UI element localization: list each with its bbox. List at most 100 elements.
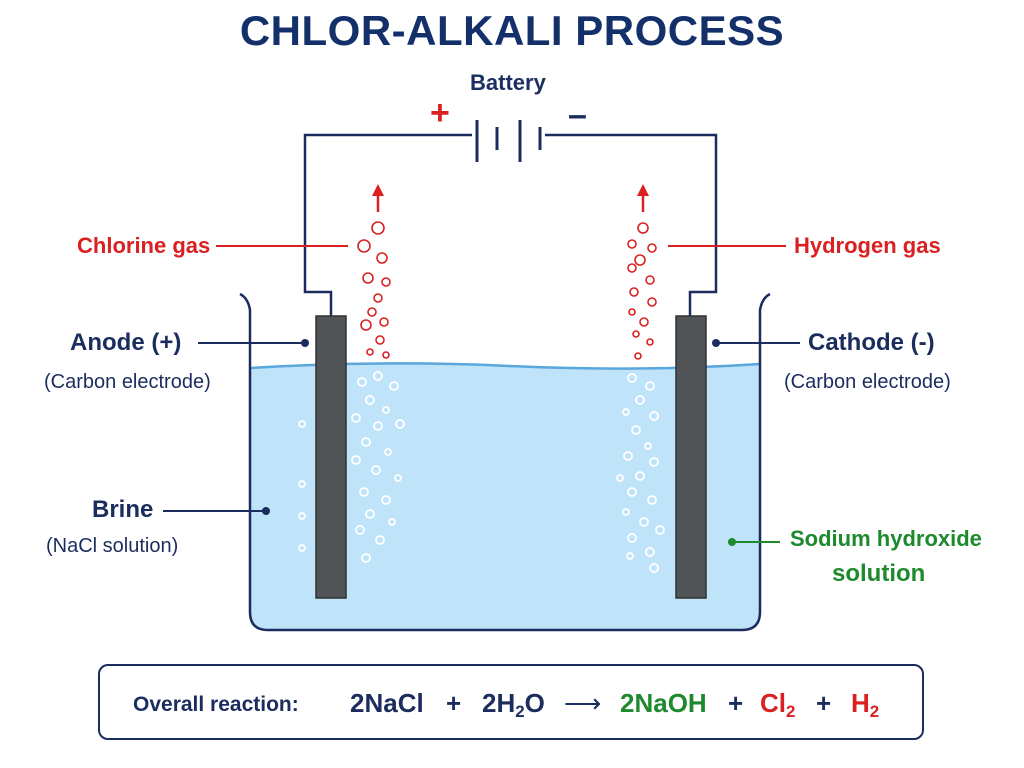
hydrogen-rise-arrow [637,184,649,212]
reaction-arrow: ⟶ [564,688,602,718]
anode-solution-bubble [375,535,385,545]
hydrogen-gas-bubble [632,330,640,338]
hydrogen-gas-bubble [646,338,654,346]
hydrogen-gas-bubble [634,352,642,360]
product-hydrogen: H2 [851,688,880,722]
cathode-solution-bubble [645,381,655,391]
hydrogen-gas-bubble [627,239,637,249]
cathode-label: Cathode (-) [808,329,935,356]
chlorine-gas-bubble [382,351,390,359]
hydrogen-gas-bubble [645,275,655,285]
page-title: CHLOR-ALKALI PROCESS [239,7,785,54]
plus-sign-1: + [446,688,462,718]
wire-right [545,133,718,316]
cathode-leader [712,339,800,347]
anode-electrode [315,315,347,599]
chlorine-gas-label: Chlorine gas [77,233,211,258]
anode-solution-bubble [365,509,375,519]
anode-solution-bubble [373,371,383,381]
anode-solution-bubble [361,553,371,563]
anode-solution-bubble [395,419,405,429]
anode-solution-bubble [365,395,375,405]
chlorine-gas-bubble [379,317,389,327]
cathode-solution-bubble [645,547,655,557]
hydrogen-gas-bubble [628,308,636,316]
chlorine-rise-arrow [372,184,384,212]
naoh-leader [728,538,780,546]
cathode-solution-bubble [649,563,659,573]
hydrogen-gas-label: Hydrogen gas [794,233,941,258]
anode-solution-bubble [371,465,381,475]
anode-solution-bubble [351,455,361,465]
hydrogen-gas-bubble [647,297,657,307]
cathode-solution-bubble [626,552,634,560]
cathode-solution-bubble [627,373,637,383]
anode-label: Anode (+) [70,329,182,356]
cathode-solution-bubble [623,451,633,461]
hydrogen-gas-bubble [637,222,649,234]
anode-sublabel: (Carbon electrode) [44,371,211,393]
hydrogen-gas-bubble [639,317,649,327]
chlorine-gas-bubble [360,319,372,331]
cathode-solution-bubble [647,495,657,505]
anode-solution-bubble [373,421,383,431]
cathode-sublabel: (Carbon electrode) [784,371,951,393]
anode-solution-bubble [359,487,369,497]
cathode-solution-bubble [631,425,641,435]
anode-solution-bubble [394,474,402,482]
battery-label: Battery [470,70,546,95]
negative-terminal-sign: – [568,96,587,134]
anode-leader [198,339,309,347]
product-naoh: 2NaOH [620,688,707,718]
brine-sublabel: (NaCl solution) [46,535,179,557]
chlorine-gas-bubble [381,277,391,287]
cathode-solution-bubble [649,457,659,467]
plus-sign-3: + [816,688,832,718]
anode-solution-bubble [389,381,399,391]
chlorine-gas-bubble [373,293,383,303]
chlorine-gas-bubble [375,335,385,345]
cathode-solution-bubble [622,408,630,416]
anode-solution-bubble [351,413,361,423]
anode-solution-bubble [382,406,390,414]
anode-solution-bubble [381,495,391,505]
wire-left [303,133,472,316]
chlorine-gas-bubble [367,307,377,317]
chlorine-gas-bubble [371,221,385,235]
anode-solution-bubble [298,544,306,552]
chlorine-gas-bubble [362,272,374,284]
cathode-solution-bubble [635,395,645,405]
plus-sign-2: + [728,688,744,718]
hydrogen-gas-bubble [647,243,657,253]
cathode-solution-bubble [627,533,637,543]
beaker [239,292,771,632]
reaction-label: Overall reaction: [133,693,299,716]
hydrogen-gas-bubble [629,287,639,297]
anode-solution-bubble [298,480,306,488]
anode-solution-bubble [388,518,396,526]
cathode-solution-bubble [635,471,645,481]
anode-solution-bubble [357,377,367,387]
reactant-water: 2H2O [482,688,545,722]
cathode-solution-bubble [639,517,649,527]
reactant-nacl: 2NaCl [350,688,424,718]
brine-label: Brine [92,496,154,523]
hydrogen-gas-bubble [634,254,646,266]
overall-reaction-box [98,664,924,740]
cathode-solution-bubble [655,525,665,535]
cathode-solution-bubble [622,508,630,516]
anode-solution-bubble [298,512,306,520]
product-chlorine: Cl2 [760,688,796,722]
cathode-solution-bubble [616,474,624,482]
battery-icon [475,120,542,162]
anode-solution-bubble [384,448,392,456]
cathode-solution-bubble [627,487,637,497]
chlorine-gas-bubble [366,348,374,356]
cathode-solution-bubble [644,442,652,450]
chlorine-gas-bubble [376,252,388,264]
brine-leader [163,507,270,515]
anode-solution-bubble [355,525,365,535]
hydrogen-gas-bubble [627,263,637,273]
